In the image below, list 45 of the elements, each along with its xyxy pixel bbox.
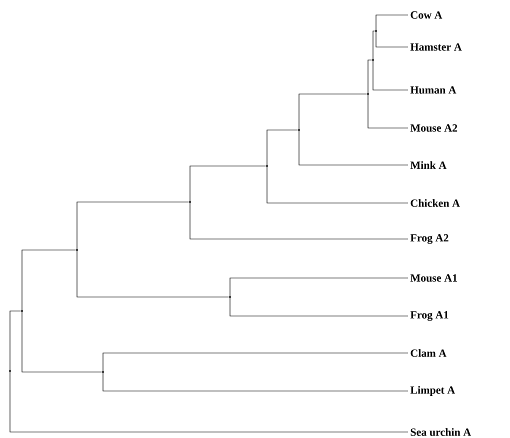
taxon-label: Mink A	[410, 161, 446, 169]
branch-point	[228, 296, 232, 298]
tree-branch	[372, 30, 375, 60]
tree-branch	[190, 166, 266, 202]
branch-point	[188, 200, 192, 204]
taxon-label: Chicken A	[410, 199, 460, 207]
tree-branch	[76, 250, 229, 298]
tree-branch	[298, 130, 408, 166]
tree-branch	[102, 352, 408, 372]
branch-point	[20, 310, 24, 312]
tree-branch	[230, 296, 408, 316]
taxon-label: Mouse A1	[410, 274, 457, 282]
taxon-label: Hamster A	[410, 43, 462, 51]
branch-point	[372, 58, 374, 62]
tree-branch	[372, 60, 408, 90]
tree-branch	[10, 310, 21, 372]
tree-branch	[190, 202, 408, 240]
tree-branch	[102, 372, 408, 392]
tree-branch	[22, 310, 102, 372]
taxon-label: Mouse A2	[410, 124, 458, 132]
taxon-label: Frog A1	[410, 311, 448, 321]
branch-point	[298, 128, 300, 132]
branch-point	[102, 370, 104, 374]
taxon-label: Human A	[410, 86, 456, 94]
tree-branch	[266, 130, 298, 166]
branch-point	[76, 248, 78, 252]
branch-point	[266, 164, 268, 168]
tree-branch	[368, 94, 408, 128]
taxon-label: Cow A	[410, 11, 442, 19]
tree-branch	[376, 30, 408, 48]
taxon-label: Clam A	[410, 349, 446, 357]
tree-branch	[230, 278, 408, 298]
taxon-label: Sea urchin A	[410, 428, 472, 436]
tree-branch	[266, 166, 408, 204]
tree-branch	[76, 202, 189, 250]
tree-branch	[10, 370, 408, 432]
taxon-label: Limpet A	[410, 386, 456, 396]
tree-branch	[368, 60, 372, 94]
taxon-label: Frog A2	[410, 234, 448, 244]
tree-branch	[22, 250, 76, 312]
tree-branch	[298, 94, 367, 130]
branch-point	[366, 92, 370, 96]
tree-branch	[376, 14, 408, 32]
branch-point	[8, 370, 12, 372]
branch-point	[374, 30, 378, 32]
